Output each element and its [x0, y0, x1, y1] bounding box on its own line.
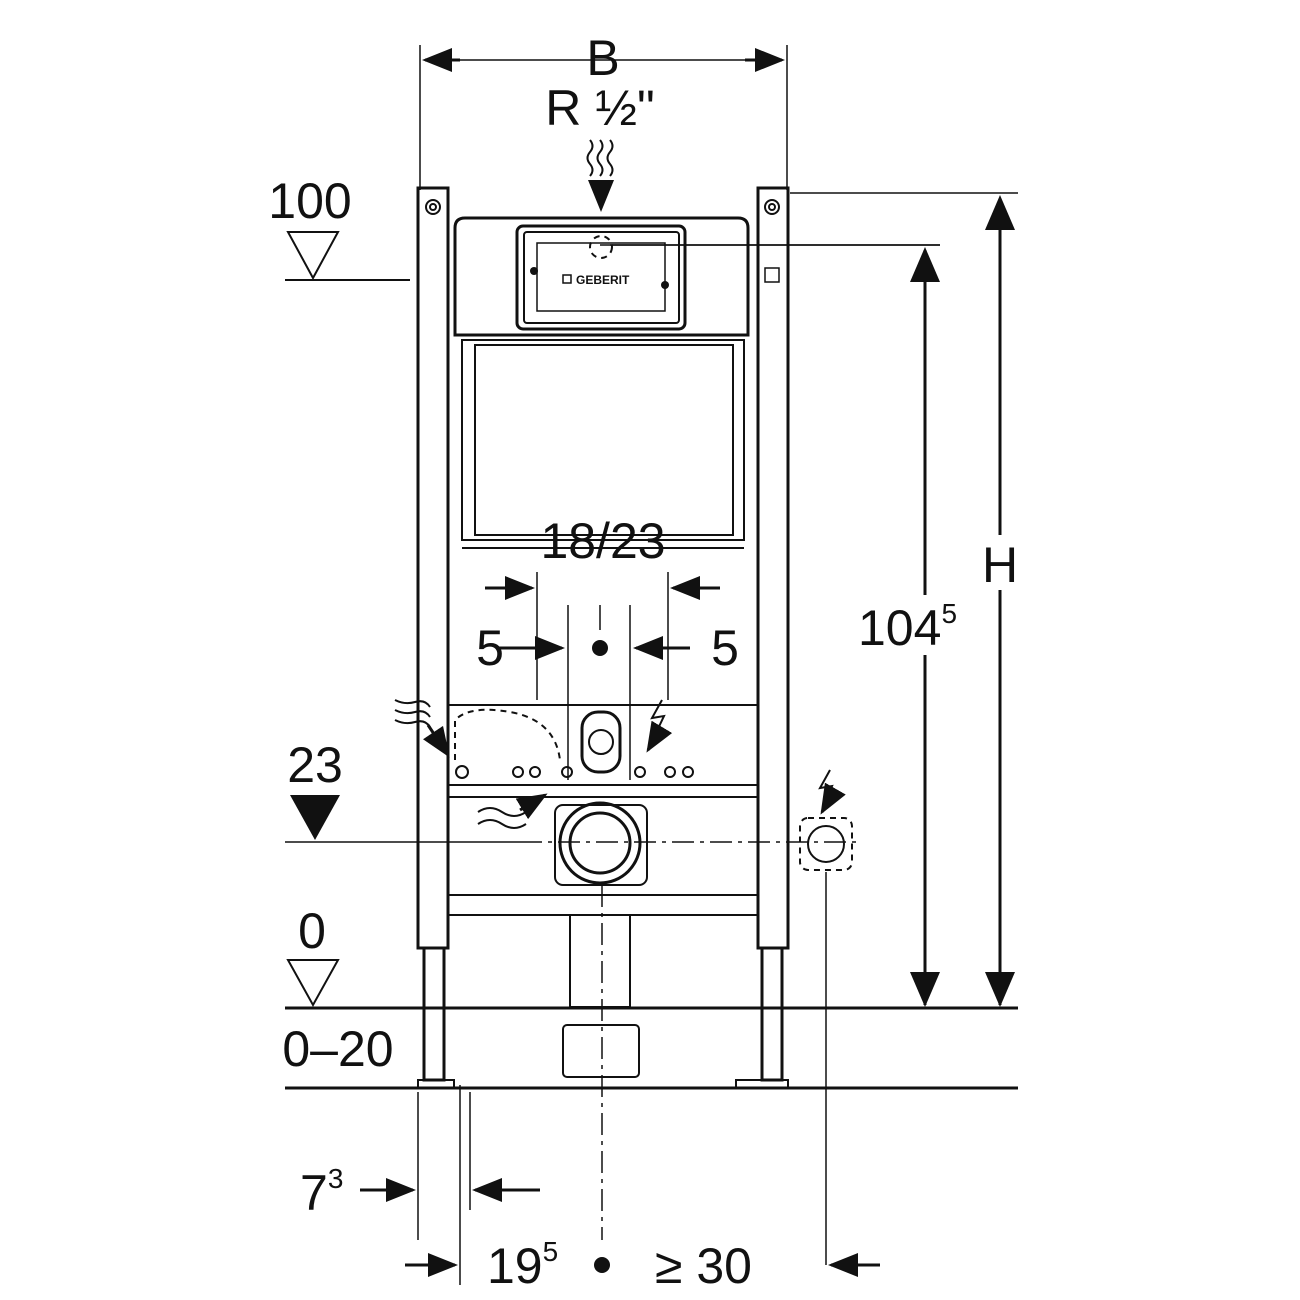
connections	[454, 708, 853, 1265]
level-0-marker: 0 0–20	[282, 903, 393, 1077]
actuation-height-label: 1045	[858, 598, 957, 656]
flush-icon	[477, 793, 548, 829]
offset-left-label: 5	[476, 620, 504, 676]
floor-range-label: 0–20	[282, 1021, 393, 1077]
electric-icon	[646, 699, 846, 815]
spacing-dimension: 18/23 5 5	[476, 513, 739, 780]
post-width-dimension: 73	[300, 1092, 540, 1240]
offset-right-label: 5	[711, 620, 739, 676]
actuation-height-dimension: 1045	[600, 244, 975, 1007]
svg-text:23: 23	[287, 737, 343, 793]
drain-distance-dimension: 195 ≥ 30	[405, 1085, 880, 1294]
height-dimension: H	[790, 192, 1025, 1007]
svg-text:18/23: 18/23	[540, 513, 665, 569]
level-23-marker: 23	[285, 737, 860, 843]
connection-label: R ½"	[545, 80, 654, 136]
svg-text:100: 100	[268, 173, 351, 229]
drain-offset-label: 195	[487, 1236, 558, 1294]
min-distance-label: ≥ 30	[655, 1238, 752, 1294]
width-dimension: B R ½"	[419, 30, 788, 190]
width-label: B	[586, 30, 619, 86]
cistern: GEBERIT	[453, 216, 940, 549]
brand-logo: GEBERIT	[576, 273, 630, 287]
height-label: H	[982, 537, 1018, 593]
svg-text:0: 0	[298, 903, 326, 959]
water-supply-icon	[394, 699, 450, 758]
water-inlet-icon	[586, 139, 614, 212]
post-width-label: 73	[300, 1163, 343, 1221]
level-100-marker: 100	[268, 173, 410, 281]
frame	[416, 186, 790, 1089]
